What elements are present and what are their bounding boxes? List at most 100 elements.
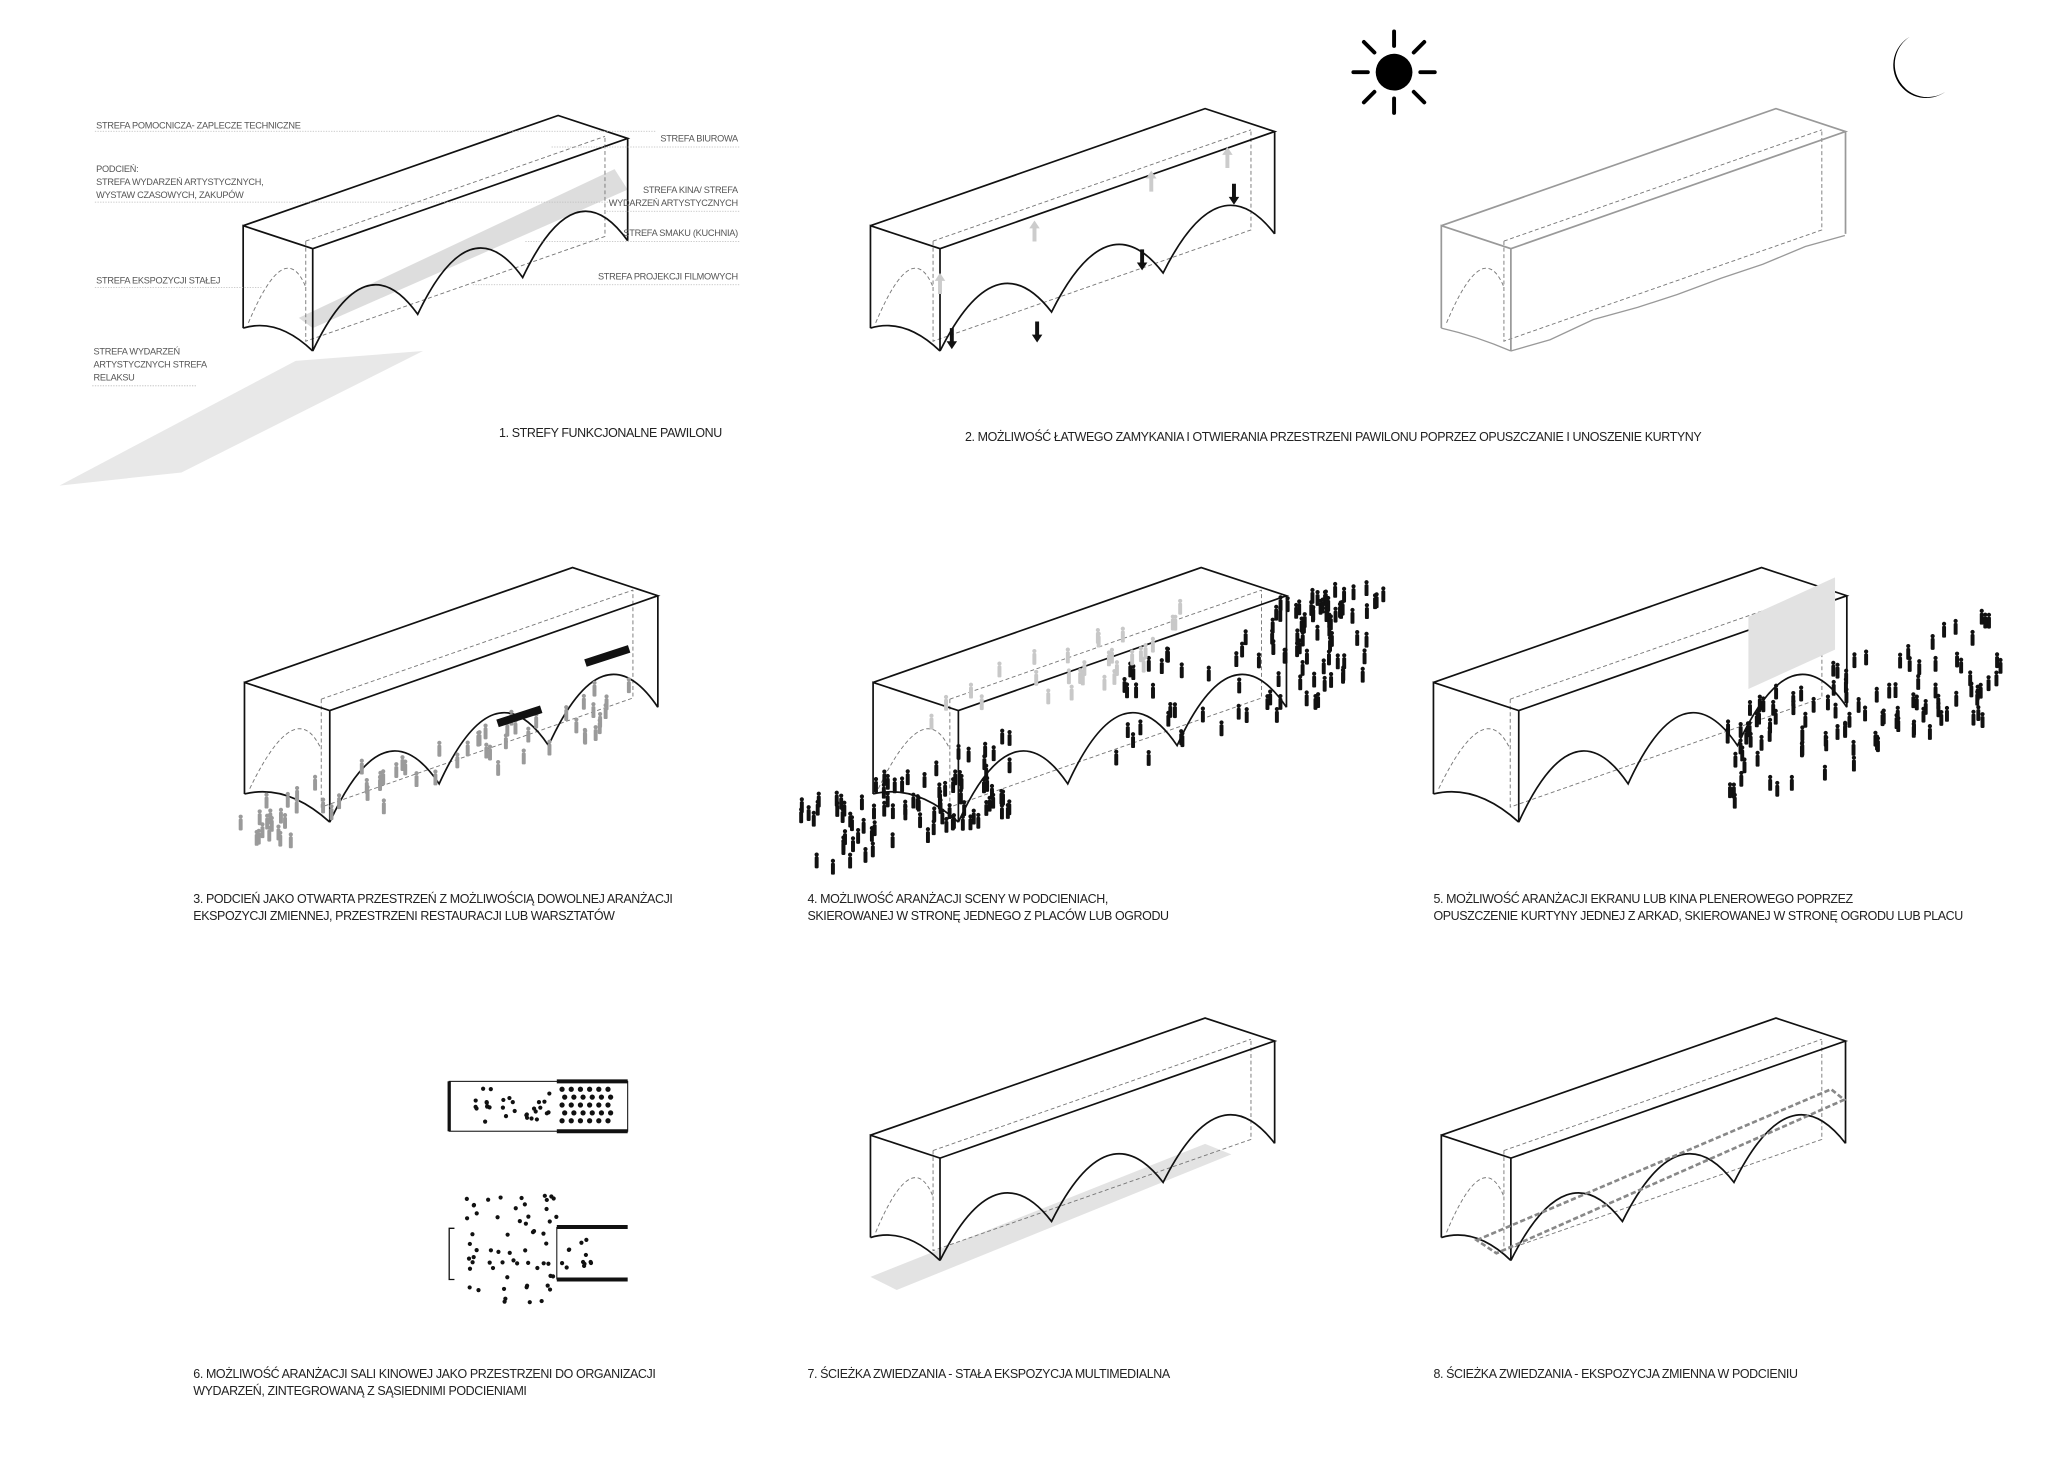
person-head bbox=[1975, 684, 1980, 689]
dot bbox=[503, 1296, 508, 1301]
person-head bbox=[1256, 652, 1262, 657]
person-figure bbox=[1799, 685, 1804, 702]
person-body bbox=[1322, 679, 1327, 692]
person-head bbox=[574, 717, 579, 722]
person-figure bbox=[1294, 602, 1299, 619]
person-body bbox=[1146, 754, 1151, 766]
person-body bbox=[521, 752, 526, 765]
box-edges bbox=[1440, 1017, 1849, 1261]
person-head bbox=[1313, 693, 1318, 699]
dot bbox=[495, 1215, 500, 1220]
person-figure bbox=[1146, 749, 1151, 766]
person-body bbox=[1069, 688, 1074, 701]
person-head bbox=[487, 744, 493, 749]
caption-4b: SKIEROWANEJ W STRONĘ JEDNEGO Z PLACÓW LU… bbox=[807, 908, 1169, 923]
person-head bbox=[1725, 719, 1731, 724]
person-figure bbox=[1747, 699, 1753, 716]
person-figure bbox=[1768, 774, 1773, 791]
person-head bbox=[1310, 587, 1315, 593]
person-head bbox=[1240, 641, 1245, 646]
person-figure bbox=[455, 752, 460, 769]
person-figure bbox=[1150, 636, 1155, 653]
person-body bbox=[267, 829, 272, 842]
person-head bbox=[1944, 705, 1950, 711]
arcade-arches bbox=[939, 1114, 1276, 1261]
person-head bbox=[394, 762, 399, 767]
person-figure bbox=[873, 777, 879, 793]
dot bbox=[542, 1099, 547, 1104]
inner-volume-dashed bbox=[932, 1038, 1252, 1252]
dashed-arch bbox=[1438, 728, 1511, 789]
person-head bbox=[260, 822, 265, 827]
person-head bbox=[1007, 757, 1012, 762]
person-figure bbox=[1364, 603, 1370, 620]
person-body bbox=[944, 820, 949, 833]
person-head bbox=[265, 813, 270, 818]
dot bbox=[551, 1196, 556, 1201]
label-kina-2: WYDARZEŃ ARTYSTYCZNYCH bbox=[609, 198, 738, 208]
person-head bbox=[848, 852, 853, 857]
person-figure bbox=[1295, 628, 1300, 645]
person-head bbox=[312, 774, 318, 779]
person-body bbox=[1906, 648, 1911, 660]
person-head bbox=[1923, 698, 1928, 704]
person-head bbox=[938, 798, 943, 803]
curtain-edge bbox=[1441, 327, 1512, 352]
person-head bbox=[1270, 628, 1275, 633]
person-body bbox=[1979, 612, 1984, 625]
person-figure bbox=[1953, 618, 1958, 635]
person-figure bbox=[882, 769, 887, 786]
person-figure bbox=[938, 798, 943, 814]
person-head bbox=[1304, 648, 1310, 653]
person-figure bbox=[890, 803, 895, 820]
person-head bbox=[1372, 593, 1378, 598]
seat-dot bbox=[577, 1086, 584, 1092]
person-body bbox=[843, 833, 847, 846]
person-body bbox=[1863, 709, 1868, 722]
person-body bbox=[1983, 616, 1988, 629]
person-head bbox=[278, 807, 284, 812]
person-body bbox=[264, 796, 269, 809]
dot bbox=[541, 1231, 546, 1236]
person-head bbox=[983, 741, 988, 746]
person-figure bbox=[312, 774, 318, 791]
person-head bbox=[1311, 605, 1316, 610]
person-body bbox=[1128, 665, 1133, 678]
person-head bbox=[1732, 792, 1737, 797]
person-head bbox=[937, 782, 942, 787]
dot bbox=[498, 1195, 503, 1200]
person-body bbox=[960, 818, 965, 831]
person-body bbox=[1298, 678, 1303, 691]
arcade-arches bbox=[1517, 673, 1848, 823]
dot bbox=[496, 1249, 501, 1254]
person-figure bbox=[1351, 584, 1356, 601]
person-figure bbox=[598, 711, 603, 728]
person-figure bbox=[1917, 659, 1922, 676]
person-body bbox=[483, 727, 488, 740]
person-figure bbox=[1271, 639, 1276, 655]
person-head bbox=[592, 680, 597, 685]
person-head bbox=[269, 815, 274, 821]
person-head bbox=[1114, 660, 1120, 665]
person-body bbox=[991, 796, 996, 809]
caption-5b: OPUSZCZENIE KURTYNY JEDNEJ Z ARKAD, SKIE… bbox=[1433, 909, 1963, 923]
person-head bbox=[1301, 617, 1307, 622]
person-body bbox=[915, 798, 920, 810]
person-head bbox=[1851, 755, 1857, 760]
person-figure bbox=[1130, 732, 1136, 749]
person-head bbox=[856, 827, 861, 833]
person-figure bbox=[943, 694, 949, 711]
cinema-plan-open bbox=[448, 1193, 628, 1305]
person-body bbox=[256, 832, 261, 845]
person-figure bbox=[381, 798, 386, 815]
person-body bbox=[1980, 716, 1985, 728]
person-body bbox=[958, 792, 963, 805]
person-head bbox=[979, 694, 984, 699]
person-head bbox=[1300, 659, 1305, 665]
person-body bbox=[991, 749, 996, 762]
person-body bbox=[1726, 723, 1731, 736]
dot bbox=[507, 1095, 512, 1101]
person-head bbox=[934, 760, 939, 765]
person-head bbox=[1954, 651, 1960, 656]
person-figure bbox=[925, 827, 931, 844]
